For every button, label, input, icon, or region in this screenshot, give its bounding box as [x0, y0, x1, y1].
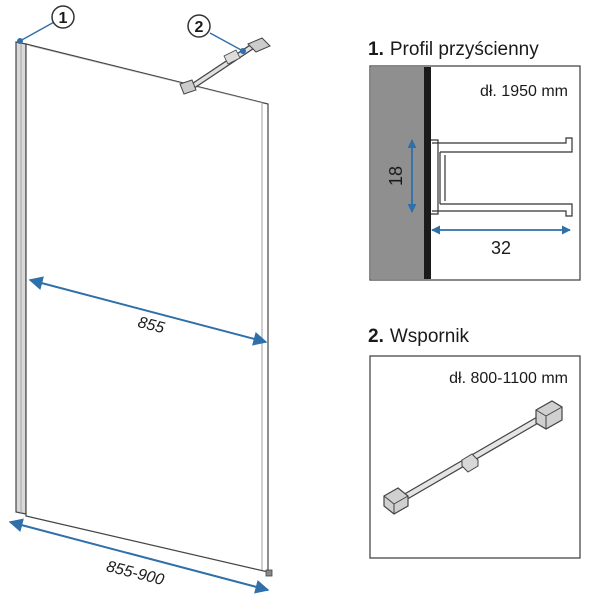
glass-panel-drawing: 1 2 855 855-900: [8, 5, 273, 594]
panel-2-support: 2.Wspornik dł. 800-1100 mm: [368, 326, 581, 559]
panel-1-heading: 1.Profil przyścienny: [368, 39, 539, 60]
dimension-855-900-label: 855-900: [105, 558, 166, 589]
wall-section: [371, 67, 426, 279]
panel-1-wall-profile: 1.Profil przyścienny 18 32 dł. 1950 mm: [368, 39, 581, 281]
panel-2-length: dł. 800-1100 mm: [449, 370, 568, 387]
panel-1-length: dł. 1950 mm: [480, 83, 568, 100]
support-bar-detail: [383, 400, 563, 515]
dimension-18-label: 18: [386, 166, 406, 186]
dimension-32-label: 32: [491, 238, 511, 258]
callout-1: 1: [17, 5, 75, 44]
profile-back: [424, 67, 431, 279]
callout-1-number: 1: [59, 10, 68, 27]
panel-2-heading: 2.Wspornik: [368, 326, 470, 347]
glass-pane: [25, 43, 269, 573]
support-bar: [179, 37, 271, 95]
dimension-855-label: 855: [136, 314, 166, 337]
callout-2-number: 2: [195, 19, 204, 36]
dimension-855: 855: [28, 276, 268, 346]
profile-channel: [431, 137, 573, 217]
callout-2: 2: [187, 14, 246, 54]
